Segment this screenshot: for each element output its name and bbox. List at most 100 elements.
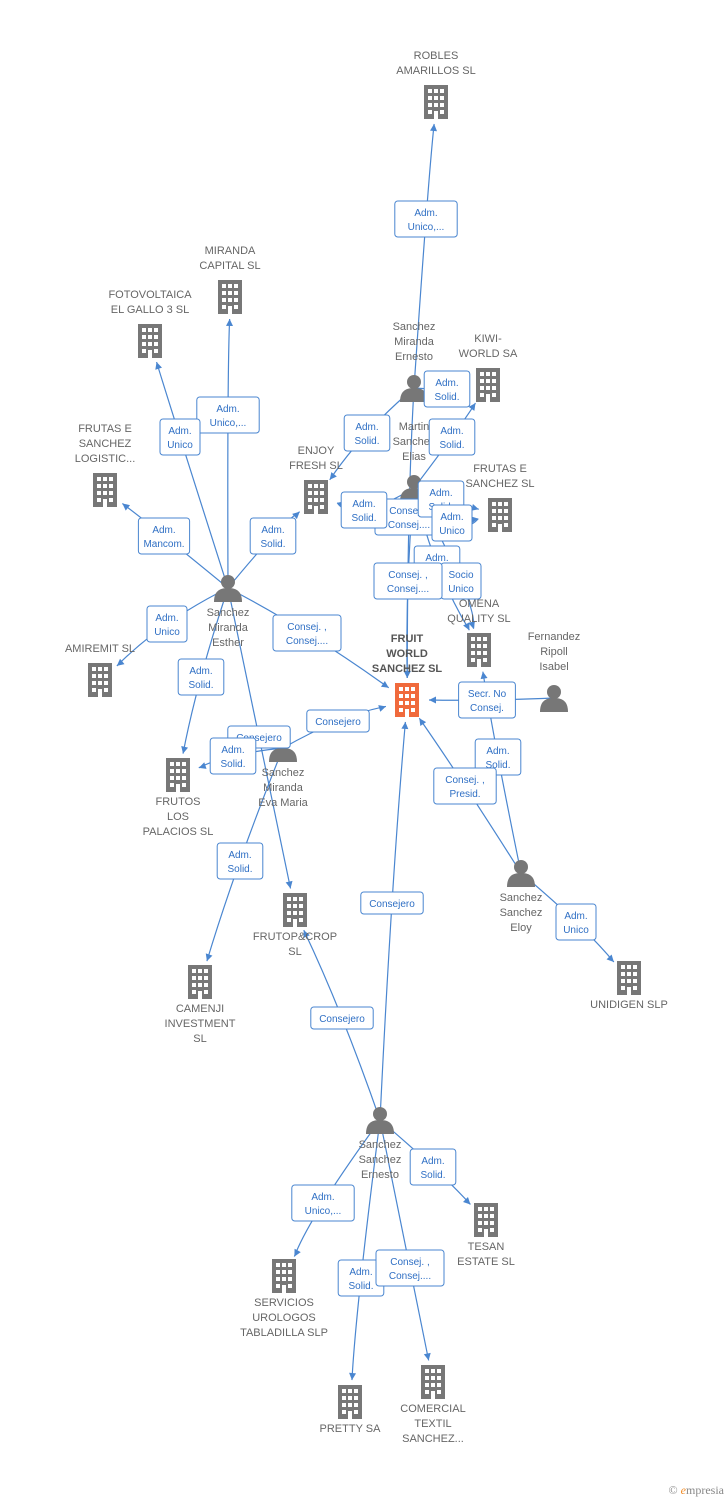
edge-label-box: [249, 517, 297, 555]
building-icon: [166, 758, 190, 792]
edge-label[interactable]: Consejero: [360, 891, 424, 915]
edge-label[interactable]: Adm.Solid.: [340, 491, 388, 529]
node-label: Sanchez: [359, 1154, 402, 1166]
edge-label[interactable]: Adm.Solid.: [474, 738, 522, 776]
edge-label[interactable]: Adm.Solid.: [423, 370, 471, 408]
edge-label[interactable]: Adm.Unico: [146, 605, 188, 643]
edge-label[interactable]: Adm.Unico: [159, 418, 201, 456]
building-icon: [218, 280, 242, 314]
edge-label-text: Adm.: [414, 208, 437, 219]
edge-label[interactable]: Adm.Unico: [555, 903, 597, 941]
arrow-head: [122, 503, 131, 511]
node-label: Sanchez: [500, 892, 543, 904]
building-icon: [467, 633, 491, 667]
edge-label[interactable]: Consejero: [310, 1006, 374, 1030]
node-label: FRUIT: [391, 633, 424, 645]
edge-label[interactable]: Adm.Unico: [431, 504, 473, 542]
node-comercial[interactable]: COMERCIALTEXTILSANCHEZ...: [400, 1365, 466, 1445]
arrow-head: [403, 670, 411, 679]
node-amiremit[interactable]: AMIREMIT SL: [65, 643, 135, 697]
edge-line: [379, 721, 406, 1121]
arrow-head: [329, 472, 337, 480]
node-label: SERVICIOS: [254, 1297, 314, 1309]
arrow-head: [380, 680, 389, 688]
edge-label[interactable]: Adm.Solid.: [343, 414, 391, 452]
edge-label[interactable]: Adm.Solid.: [428, 418, 476, 456]
edge-label[interactable]: Consejero: [306, 709, 370, 733]
building-icon: [93, 473, 117, 507]
edge-label-box: [306, 709, 370, 733]
node-kiwi[interactable]: KIWI-WORLD SA: [459, 333, 518, 402]
edge-label[interactable]: Adm.Solid.: [337, 1259, 385, 1297]
edge-label-box: [409, 1148, 457, 1186]
copyright-symbol: ©: [668, 1483, 678, 1497]
edge-label[interactable]: Adm.Solid.: [216, 842, 264, 880]
edge-label-text: Consej.: [470, 703, 504, 714]
edge-label[interactable]: Consej. ,Consej....: [272, 614, 342, 652]
relationship-edge: [379, 721, 409, 1121]
node-label: TABLADILLA SLP: [240, 1327, 328, 1339]
edge-label[interactable]: Consej. ,Presid.: [433, 767, 497, 805]
edge-label-text: Solid.: [260, 539, 285, 550]
node-label: Elias: [402, 451, 426, 463]
edge-label[interactable]: Adm.Solid.: [209, 737, 257, 775]
edge-label-text: Consej. ,: [389, 506, 428, 517]
edge-label[interactable]: Adm.Unico,...: [394, 200, 458, 238]
node-label: PRETTY SA: [320, 1423, 382, 1435]
edge-label-text: Unico,...: [305, 1206, 342, 1217]
brand-initial: e: [680, 1483, 686, 1497]
node-unidigen[interactable]: UNIDIGEN SLP: [590, 961, 668, 1011]
edge-line: [227, 318, 231, 589]
edge-label[interactable]: Adm.Solid.: [177, 658, 225, 696]
edge-label-text: Adm.: [440, 512, 463, 523]
building-icon: [272, 1259, 296, 1293]
node-label: Sanchez: [207, 607, 250, 619]
edge-label[interactable]: Adm.Unico,...: [291, 1184, 355, 1222]
node-label: KIWI-: [474, 333, 502, 345]
edge-label-text: Unico: [167, 440, 193, 451]
arrow-head: [480, 671, 488, 680]
edge-label-box: [209, 737, 257, 775]
node-label: SL: [288, 946, 301, 958]
node-label: Esther: [212, 637, 244, 649]
edge-label-text: Adm.: [564, 911, 587, 922]
edge-label[interactable]: Adm.Mancom.: [137, 517, 191, 555]
edge-label[interactable]: Consej. ,Consej....: [373, 562, 443, 600]
edge-label-text: Adm.: [435, 378, 458, 389]
edge-label-text: Solid.: [485, 760, 510, 771]
node-label: ROBLES: [414, 50, 459, 62]
edge-label-text: Socio: [448, 570, 473, 581]
edge-label-box: [428, 418, 476, 456]
edge-label[interactable]: Adm.Unico,...: [196, 396, 260, 434]
node-label: SANCHEZ: [79, 438, 132, 450]
node-pretty[interactable]: PRETTY SA: [320, 1385, 382, 1435]
node-frutas_logistic[interactable]: FRUTAS ESANCHEZLOGISTIC...: [75, 423, 136, 507]
edge-label[interactable]: Consej. ,Consej....: [375, 1249, 445, 1287]
edge-label[interactable]: Adm.Solid.: [249, 517, 297, 555]
building-icon: [476, 368, 500, 402]
edge-label[interactable]: Adm.Solid.: [409, 1148, 457, 1186]
edge-label-text: Adm.: [216, 404, 239, 415]
